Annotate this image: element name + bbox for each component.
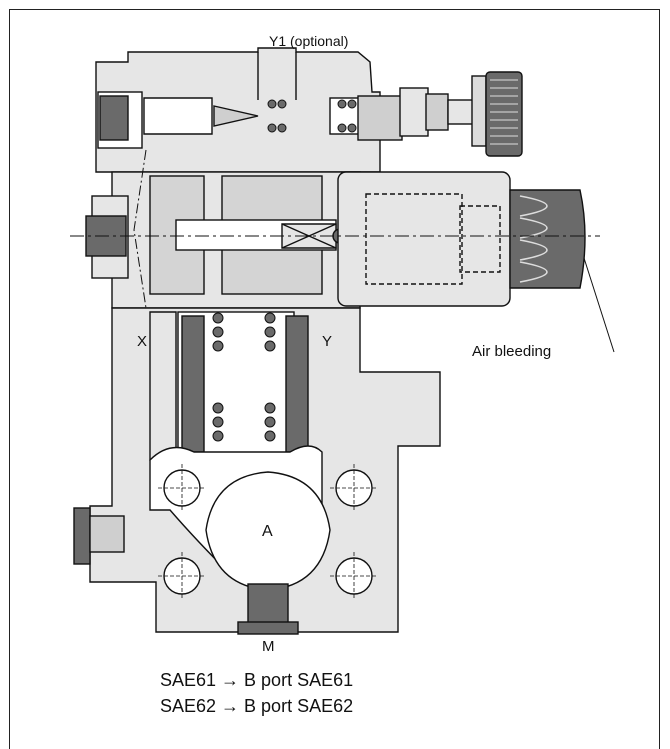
left-plug: [85, 195, 129, 279]
pilot-valve-body: [95, 47, 403, 173]
solenoid-block: [337, 171, 586, 307]
port-a-cavity: [205, 471, 331, 591]
diagram-frame: [9, 9, 660, 749]
main-valve-body: [111, 171, 361, 309]
caption-line-1: SAE61 → B port SAE61: [160, 670, 354, 690]
label-x: X: [137, 333, 147, 350]
label-air-bleeding: Air bleeding: [472, 343, 551, 360]
bolt-hole-crosshairs: [158, 464, 378, 600]
label-a: A: [262, 523, 273, 540]
side-plug: [73, 507, 125, 565]
caption-line-2: SAE62 → B port SAE62: [160, 696, 354, 716]
label-y1: Y1 (optional): [269, 33, 348, 49]
main-spring: [212, 312, 276, 442]
m-port-plug: [237, 583, 299, 635]
label-y: Y: [322, 333, 332, 350]
pilot-spring: [267, 99, 357, 133]
air-bleeding-leader: [583, 257, 615, 353]
x-channel-line: [133, 149, 147, 309]
label-m: M: [262, 638, 275, 655]
adjustment-knob: [399, 71, 523, 157]
